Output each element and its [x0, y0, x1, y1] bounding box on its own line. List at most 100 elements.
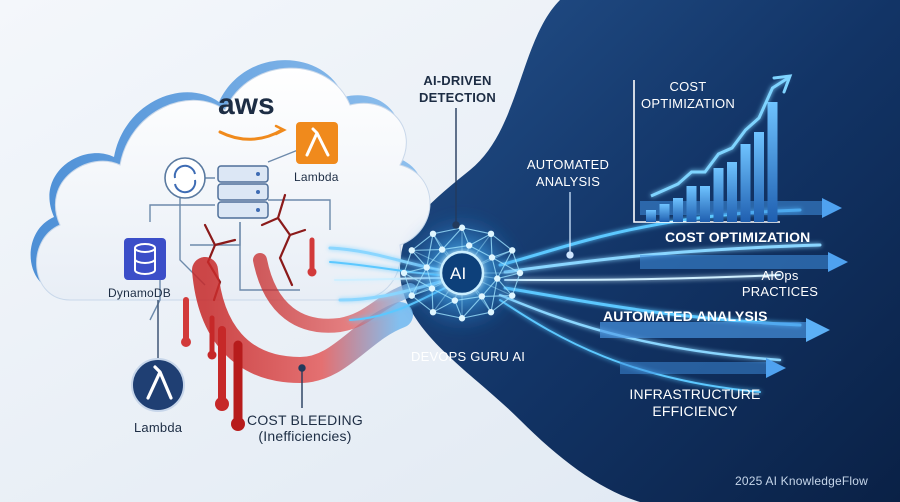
chart-bar — [713, 168, 724, 222]
network-node — [509, 292, 516, 299]
ai-badge-label: AI — [450, 264, 467, 283]
network-link — [403, 272, 433, 289]
network-node — [429, 230, 437, 238]
dynamodb-service-label: DynamoDB — [108, 286, 171, 300]
cost-bleeding-label: COST BLEEDING (Inefficiencies) — [247, 412, 363, 444]
automated-analysis-top-label: AUTOMATED ANALYSIS — [526, 157, 610, 189]
network-link — [491, 257, 498, 279]
lambda-service-label: Lambda — [294, 170, 339, 184]
lambda-service-icon — [296, 122, 338, 164]
network-link — [411, 295, 434, 313]
network-node — [465, 242, 473, 249]
network-link — [511, 250, 521, 274]
ai-neural-network — [400, 211, 524, 335]
network-link — [442, 244, 470, 251]
cost-optimization-label: COST OPTIMIZATION — [665, 229, 811, 245]
infrastructure-efficiency-label: INFRASTRUCTURE EFFICIENCY — [629, 386, 761, 419]
network-node — [516, 269, 524, 277]
network-link — [461, 227, 492, 235]
network-node — [408, 292, 415, 299]
network-link — [490, 295, 513, 313]
network-link — [426, 249, 443, 268]
network-link — [403, 272, 413, 296]
network-node — [488, 254, 496, 261]
label-connectors — [298, 108, 460, 408]
network-node — [423, 264, 430, 271]
sync-icon-circle — [164, 157, 206, 199]
network-link — [490, 233, 513, 251]
network-link — [411, 287, 433, 297]
network-link — [454, 295, 482, 302]
chart-bar — [767, 102, 778, 222]
network-node — [428, 285, 436, 292]
lambda-circle-icon — [131, 300, 185, 412]
server-stack-icon — [217, 165, 269, 219]
dynamodb-service-icon — [124, 238, 166, 280]
chart-bar — [673, 198, 683, 222]
network-link — [411, 250, 428, 268]
ai-core — [439, 250, 485, 296]
chart-cost-optimization-label: COST OPTIMIZATION — [641, 79, 735, 111]
trend-arrow-head — [772, 74, 793, 94]
network-link — [432, 311, 463, 319]
footer-credit: 2025 AI KnowledgeFlow — [735, 474, 868, 488]
network-node — [494, 275, 501, 282]
network-link — [497, 272, 521, 280]
network-link — [461, 311, 492, 319]
arrow-head-aiops — [828, 252, 848, 272]
network-node — [438, 246, 446, 253]
network-link — [468, 233, 492, 246]
cost-optimization-chart — [633, 74, 793, 223]
network-link — [411, 233, 434, 251]
chart-bar — [754, 132, 764, 222]
network-link — [403, 250, 413, 274]
sync-icon — [173, 164, 196, 179]
aws-cloud — [30, 60, 431, 321]
chart-bar — [740, 144, 751, 222]
network-link — [411, 249, 443, 251]
trend-line — [650, 76, 789, 198]
network-link — [496, 278, 513, 296]
aws-logo-text: aws — [218, 88, 275, 121]
network-link — [491, 257, 521, 274]
network-link — [511, 272, 521, 296]
network-node — [458, 224, 466, 231]
network-link — [431, 288, 456, 302]
aws-arrow-icon — [274, 124, 287, 136]
chart-bar — [686, 186, 697, 222]
network-link — [481, 278, 498, 297]
network-node — [478, 293, 486, 300]
arrow-head-cost — [822, 198, 842, 218]
network-link — [490, 233, 493, 258]
chart-bar — [646, 210, 656, 222]
network-node — [487, 308, 495, 316]
network-node — [458, 315, 466, 322]
network-link — [491, 249, 513, 259]
network-link — [426, 267, 433, 289]
network-node — [509, 247, 516, 254]
aiops-practices-label: AIOps PRACTICES — [741, 268, 819, 299]
chart-bar — [659, 204, 670, 222]
network-link — [426, 233, 434, 268]
network-link — [431, 288, 434, 313]
automated-analysis-label: AUTOMATED ANALYSIS — [603, 308, 768, 324]
network-link — [432, 300, 456, 313]
arrow-head-analysis — [806, 318, 830, 342]
network-link — [468, 244, 493, 258]
network-link — [490, 278, 498, 313]
network-node — [408, 247, 415, 254]
network-node — [400, 269, 408, 277]
network-link — [481, 295, 513, 297]
network-link — [432, 227, 463, 235]
network-node — [429, 308, 437, 316]
lambda-bottom-label: Lambda — [134, 420, 183, 435]
network-link — [441, 227, 463, 250]
chart-bar — [700, 186, 710, 222]
arrow-head-infra — [766, 358, 786, 378]
chart-bar — [727, 162, 737, 222]
ai-detection-label: AI-DRIVEN DETECTION — [419, 73, 496, 105]
devops-guru-label: DEVOPS GURU AI — [411, 349, 526, 364]
network-link — [461, 296, 483, 319]
